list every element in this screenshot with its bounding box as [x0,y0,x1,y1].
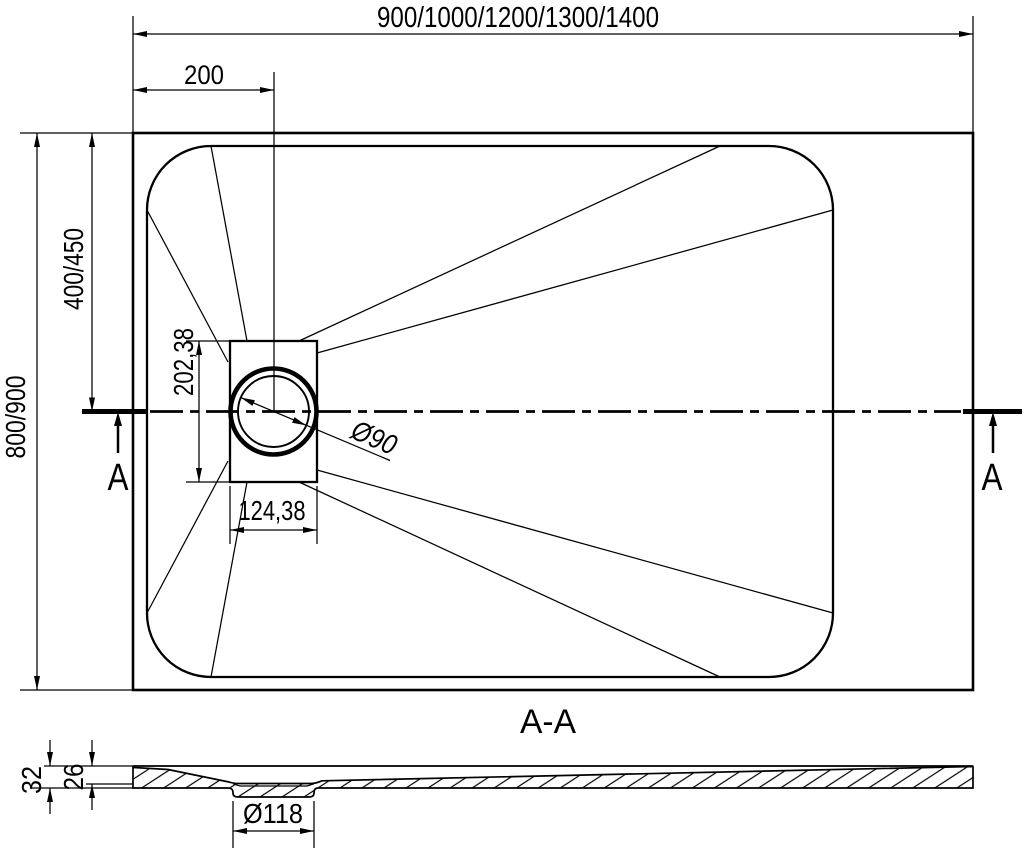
section-arrow-right [989,412,997,453]
arrowheads [34,31,973,690]
dim-half-height-label: 400/450 [58,228,89,310]
dim-200-label: 200 [184,60,224,90]
extension-lines [20,16,974,691]
dim-drain-diameter-label: Ø90 [346,414,402,461]
section-view: A-A [16,703,974,848]
section-cut-profile [132,765,974,798]
dim-drain-width-label: 124,38 [239,495,306,526]
dimension-lines [36,33,973,690]
section-marker-left-label: A [108,457,130,499]
section-extension-lines [32,765,315,848]
dim-width-label: 900/1000/1200/1300/1400 [377,2,659,34]
dim-height-label: 800/900 [0,376,31,459]
dim-drain-hole-label: Ø118 [243,798,303,829]
slope-fold-lines [146,145,834,678]
dim-drain-height-label: 202,38 [168,328,199,396]
section-arrow-left [114,412,122,453]
dim-total-height-label: 32 [16,766,47,794]
dim-inner-depth-label: 26 [58,764,89,791]
section-arrowheads [47,752,314,834]
section-marker-right-label: A [982,457,1004,499]
top-view: 900/1000/1200/1300/1400 200 800/900 400/… [0,2,1022,692]
drain-seat-lines [232,783,315,787]
section-title: A-A [520,703,576,741]
